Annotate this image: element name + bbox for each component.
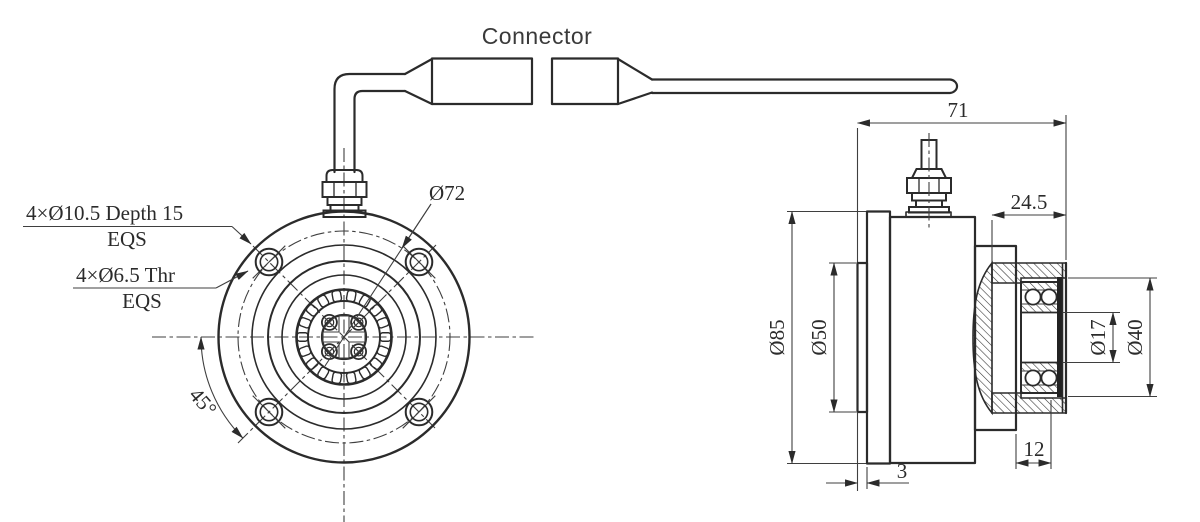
socket-taper-top [616, 57, 654, 81]
pilot-height-label: 3 [897, 459, 908, 483]
cable-left-outer [333, 72, 407, 174]
thread-callout-line2: EQS [122, 289, 162, 313]
hub-circle [320, 313, 368, 361]
hole-tick [252, 245, 286, 279]
bolt-circle-diameter-label: Ø72 [429, 181, 465, 205]
front-view: 45° Ø72 4×Ø10.5 Depth 15 EQS 4×Ø6.5 Thr … [23, 148, 537, 522]
plug-taper-top [403, 57, 434, 76]
plug-taper-bottom [403, 89, 434, 106]
connector-socket-body [550, 57, 620, 106]
bearing-width-label: 12 [1024, 437, 1045, 461]
bearing-cage [296, 289, 392, 385]
thread-callout: 4×Ø6.5 Thr EQS [73, 263, 249, 313]
bearing-ball [1024, 369, 1042, 387]
thread-callout-line1: 4×Ø6.5 Thr [76, 263, 175, 287]
cable-and-connector: Connector [333, 23, 959, 174]
pilot-boss-circle [267, 260, 421, 414]
bearing-ball [1024, 288, 1042, 306]
bolt-circle-leader-arrow [401, 203, 432, 249]
bearing-diameter-label: Ø40 [1123, 319, 1147, 355]
housing-bottom-band [991, 392, 1067, 414]
screw [320, 313, 338, 331]
flange-diameter-label: Ø85 [765, 319, 789, 355]
callout-leader [215, 270, 249, 289]
counterbore-callout: 4×Ø10.5 Depth 15 EQS [23, 201, 252, 251]
dimensions: 71 24.5 Ø85 Ø50 Ø17 Ø40 [765, 98, 1157, 491]
hole-angle-label: 45° [184, 383, 221, 421]
screw [350, 343, 368, 361]
cable-left-inner [353, 89, 407, 174]
body-circle-2 [281, 274, 407, 400]
side-view: 71 24.5 Ø85 Ø50 Ø17 Ø40 [765, 98, 1157, 491]
shaft-diameter-label: Ø17 [1086, 319, 1110, 355]
encoder-body [888, 215, 977, 465]
pilot-diameter-label: Ø50 [807, 319, 831, 355]
body-circle-1 [251, 244, 437, 430]
mounting-holes [254, 247, 434, 427]
bearing-ball [1040, 369, 1058, 387]
rear-length-label: 24.5 [1011, 190, 1048, 214]
overall-length-label: 71 [948, 98, 969, 122]
pilot-boss [856, 261, 869, 414]
mounting-flange [865, 210, 892, 465]
front-cable-gland [321, 169, 368, 218]
housing-nose-cap [972, 260, 993, 416]
housing-top-band [991, 262, 1067, 284]
center-cross-plate [322, 315, 366, 359]
diagonal-centerline-a [237, 244, 437, 444]
retaining-ring [1057, 277, 1062, 397]
angle-dimension-arc [197, 336, 244, 439]
connector-plug-body [430, 57, 534, 106]
cable-right [650, 78, 959, 95]
bearing-housing [972, 260, 1068, 416]
socket-taper-bottom [616, 91, 654, 106]
bearing-ball [1040, 288, 1058, 306]
counterbore-callout-line1: 4×Ø10.5 Depth 15 [26, 201, 183, 225]
bolt-circle [237, 230, 451, 444]
connector-label: Connector [482, 23, 593, 49]
counterbore-callout-line2: EQS [107, 227, 147, 251]
callout-leader [231, 226, 252, 245]
bearing-section [1020, 281, 1063, 394]
